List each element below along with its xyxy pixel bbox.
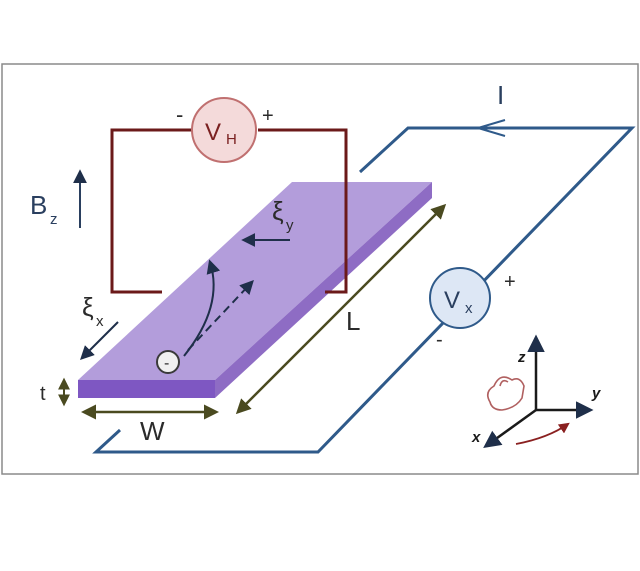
axis-x-label: x <box>471 429 481 446</box>
hall-voltmeter: V H <box>191 97 257 163</box>
vx-plus-sign: + <box>504 271 516 293</box>
right-hand-icon <box>486 376 525 411</box>
electron-sign: - <box>164 355 169 372</box>
xi-y-subscript: y <box>286 217 294 234</box>
field-label: B <box>30 190 47 220</box>
rotation-arrow <box>515 422 570 445</box>
vx-voltmeter: V x <box>429 267 491 329</box>
hall-plus-sign: + <box>262 105 274 127</box>
hall-voltage-label: V <box>205 119 221 146</box>
axis-z-label: z <box>517 349 526 366</box>
coordinate-axes: z y x <box>471 334 601 449</box>
xi-x-subscript: x <box>96 313 104 330</box>
length-label: L <box>346 306 360 336</box>
vx-label: V <box>444 287 460 314</box>
vx-minus-sign: - <box>436 329 443 351</box>
current-direction-arrow <box>474 119 506 137</box>
axis-y-label: y <box>591 385 601 402</box>
hall-minus-sign: - <box>176 102 183 127</box>
electron: - <box>156 350 180 374</box>
length-dimension <box>235 203 447 415</box>
vx-subscript: x <box>465 300 473 317</box>
xi-y-label: ξ <box>272 196 284 226</box>
xi-x-arrow <box>80 321 119 360</box>
electron-straight-path <box>187 279 254 351</box>
field-subscript: z <box>50 211 58 228</box>
xi-x-label: ξ <box>82 292 94 322</box>
width-label: W <box>140 416 165 446</box>
current-label: I <box>497 80 504 110</box>
thickness-label: t <box>40 383 46 405</box>
hall-voltage-subscript: H <box>226 131 237 148</box>
